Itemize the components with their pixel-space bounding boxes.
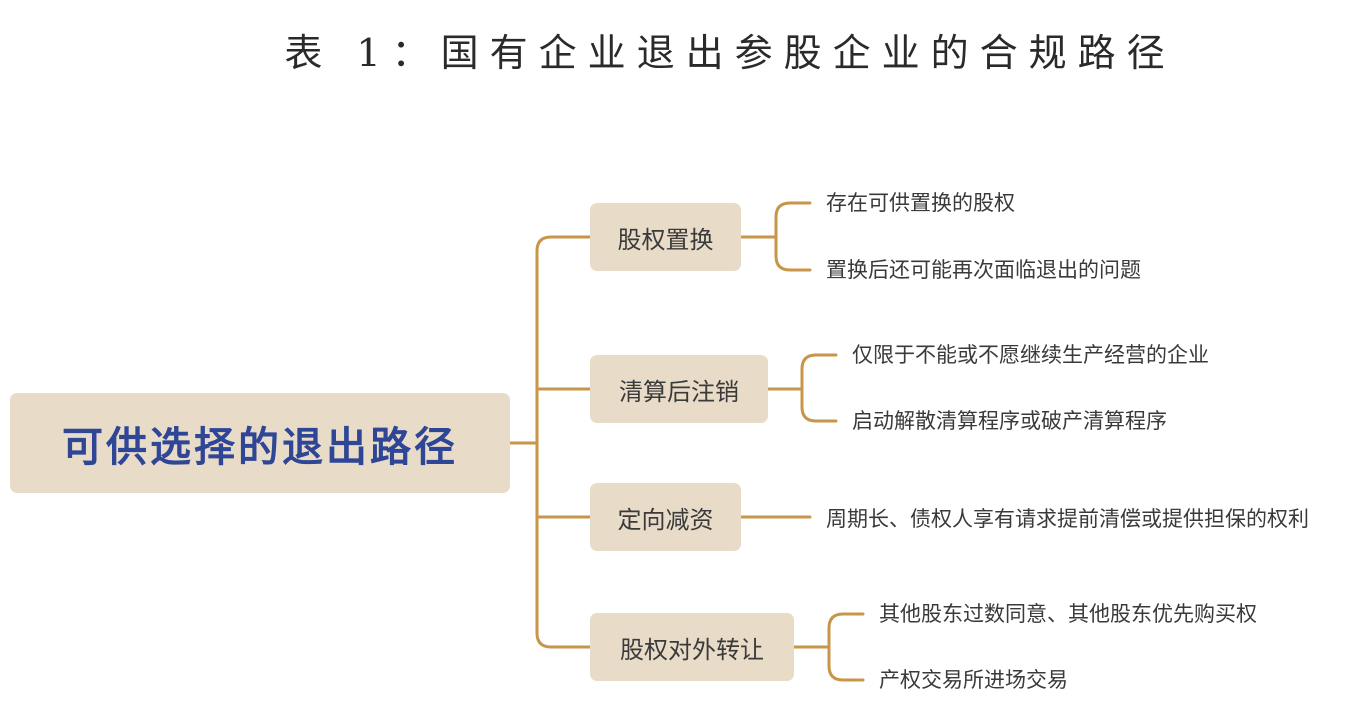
branch-node-liquidation: 清算后注销	[590, 355, 768, 423]
leaf-text: 仅限于不能或不愿继续生产经营的企业	[852, 343, 1209, 367]
spine-top	[535, 235, 592, 445]
branch-1-fork	[774, 201, 812, 272]
leaf-text: 启动解散清算程序或破产清算程序	[852, 409, 1167, 433]
branch-node-capital-reduction: 定向减资	[590, 483, 741, 551]
diagram-title: 表 1：国有企业退出参股企业的合规路径	[284, 31, 1176, 75]
leaf-text: 存在可供置换的股权	[826, 191, 1015, 215]
branch-4-fork	[827, 612, 865, 682]
root-node: 可供选择的退出路径	[10, 393, 510, 493]
branch-node-equity-transfer: 股权对外转让	[590, 613, 794, 681]
leaf-text: 置换后还可能再次面临退出的问题	[826, 258, 1141, 282]
leaf-text: 产权交易所进场交易	[879, 668, 1068, 692]
branch-node-equity-swap: 股权置换	[590, 203, 741, 271]
spine-bottom	[535, 441, 592, 649]
leaf-text: 周期长、债权人享有请求提前清偿或提供担保的权利	[826, 507, 1309, 531]
leaf-text: 其他股东过数同意、其他股东优先购买权	[879, 602, 1257, 626]
branch-2-fork	[800, 353, 838, 423]
